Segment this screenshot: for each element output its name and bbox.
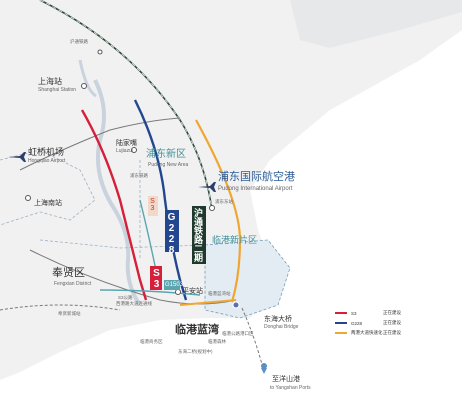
station-node-lujiazui <box>131 147 137 153</box>
label-pingan: 平安站 <box>182 288 203 295</box>
label-lingang-district: 临港新片区 <box>212 235 258 245</box>
label-hongqiao-station: 上海南站 <box>34 200 62 207</box>
rail-gray-3 <box>0 304 121 311</box>
route-box-g228 <box>165 210 179 252</box>
route-box-s3-small <box>148 196 158 216</box>
label-lingang-rail1: 西港路大道连通线 <box>116 301 152 306</box>
label-bottom1: 临港商务区 <box>140 339 163 344</box>
label-shanghai-station-en: Shanghai Station <box>38 87 77 93</box>
label-pudong-airport-en: Pudong International Airport <box>218 186 293 192</box>
hutong-rail-north-dash <box>39 0 213 211</box>
label-hongqiao-en: Hongqiao Airport <box>28 158 66 164</box>
station-node-pingan <box>175 289 181 295</box>
label-shanghai-station: 上海站 <box>38 77 62 86</box>
label-hongqiao: 虹桥机场 <box>28 147 65 157</box>
legend-status-lianggang: 正在建设 <box>383 330 401 335</box>
north-island <box>290 0 462 48</box>
route-label-hutong: 沪通铁路二期 <box>193 208 203 262</box>
route-label-s3: S3 <box>151 268 162 290</box>
station-node-pudong-east <box>209 205 215 211</box>
label-fengxian-rail: 奉贤新城站 <box>58 311 81 316</box>
label-fengxian-en: Fengxian District <box>54 281 92 287</box>
station-node-top <box>97 49 103 55</box>
airplane-icon-pudong <box>198 182 216 192</box>
legend-swatch-g228 <box>335 322 347 324</box>
label-lujiazui: 陆家嘴 <box>116 140 137 147</box>
route-orange-bottom <box>179 299 237 306</box>
label-pudong-district: 浦东新区 <box>146 149 186 160</box>
label-pudong-east-small: 浦东东站 <box>215 199 233 204</box>
legend-status-g228: 正在建设 <box>383 320 401 325</box>
label-pudong-rail: 浦东铁路 <box>130 173 148 178</box>
route-s3 <box>80 109 148 301</box>
station-node-shanghai <box>81 83 87 89</box>
legend-row-s3: S3 正在建设 <box>335 310 401 316</box>
legend-swatch-lianggang <box>335 332 347 334</box>
huangpu-river <box>93 79 142 307</box>
label-donghai-bridge: 东海大桥 <box>264 316 292 323</box>
station-node-lingang <box>232 301 240 309</box>
route-teal-2 <box>99 289 201 296</box>
route-box-g1503 <box>164 280 180 290</box>
boundary-dash-1 <box>0 149 96 226</box>
legend-row-g228: G228 正在建设 <box>335 320 401 326</box>
route-g228 <box>133 99 188 301</box>
route-box-hutong <box>192 206 206 264</box>
river-branch <box>78 59 97 98</box>
label-fengxian: 奉贤区 <box>52 267 85 279</box>
shanghai-landmass <box>0 0 462 380</box>
label-s3-road: S3公路 <box>118 295 133 300</box>
label-yangshan-en: to Yangshan Ports <box>270 385 311 391</box>
label-lingang-rail2: 临港蓝湾站 <box>208 291 231 296</box>
route-label-s3-small: S3 <box>149 198 156 212</box>
rail-gray-2 <box>29 249 237 305</box>
legend-swatch-s3 <box>335 312 347 314</box>
label-donghai-bridge-en: Donghai Bridge <box>264 324 299 330</box>
label-bottom5: 临港公路港口区 <box>222 331 254 336</box>
lingang-zone <box>204 239 291 319</box>
pin-icon-yangshan <box>261 363 267 374</box>
legend-name-lianggang: 两港大道快速化 <box>351 330 383 335</box>
label-pudong-airport: 浦东国际航空港 <box>218 171 295 183</box>
airplane-icon-hongqiao <box>8 152 26 162</box>
label-lujiazui-en: Lujiazui <box>116 148 133 154</box>
route-label-g228: G228 <box>166 212 177 256</box>
label-lingang-blue-bay: 临港蓝湾 <box>175 324 219 336</box>
route-label-g1503: G1503 <box>165 282 184 288</box>
rail-gray-1 <box>19 117 181 171</box>
legend-name-s3: S3 <box>351 310 357 316</box>
label-bottom3: 临港森林 <box>208 339 226 344</box>
legend-status-s3: 正在建设 <box>383 310 401 315</box>
legend-row-lianggang: 两港大道快速化 正在建设 <box>335 330 401 336</box>
route-lianggang <box>195 119 242 303</box>
label-bottom2: 东海二桥(规划中) <box>178 349 213 354</box>
legend-name-g228: G228 <box>351 320 363 326</box>
station-node-hongqiao <box>25 195 31 201</box>
label-pudong-district-en: Pudong New Area <box>148 162 189 168</box>
route-box-s3 <box>150 266 162 290</box>
label-yangshan: 至洋山港 <box>272 376 300 383</box>
label-top-rail: 沪通铁路 <box>70 39 88 44</box>
